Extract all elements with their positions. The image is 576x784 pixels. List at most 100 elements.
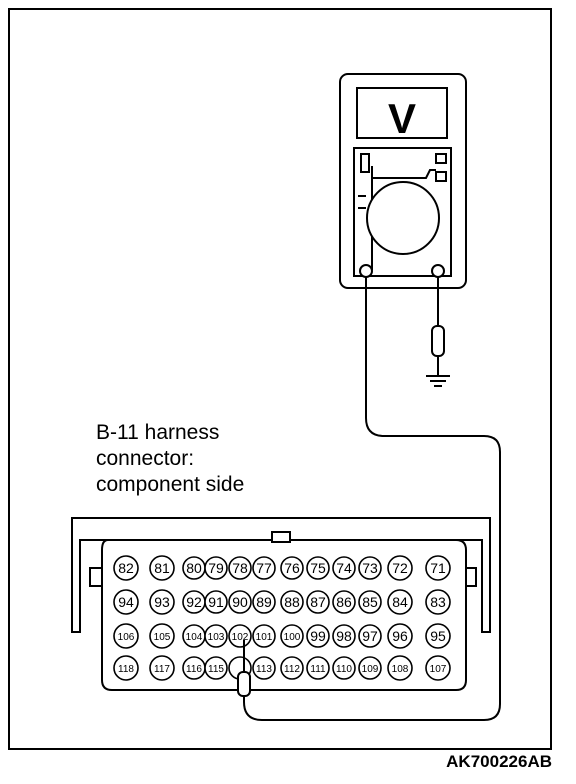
com-jack xyxy=(359,264,373,278)
pin-77-label: 77 xyxy=(256,560,272,576)
pin-109-label: 109 xyxy=(362,664,379,675)
pin-110-circle xyxy=(332,656,356,680)
caption-line-3: component side xyxy=(96,473,245,496)
pin-88-label: 88 xyxy=(284,594,300,610)
pin-91-label: 91 xyxy=(208,594,224,610)
measurement-lead xyxy=(243,277,501,721)
pin-81-circle xyxy=(149,555,175,581)
meter-button-1 xyxy=(435,153,447,164)
connector-left-key xyxy=(89,567,103,587)
pin-73-label: 73 xyxy=(362,560,378,576)
pin-115-circle xyxy=(204,656,228,680)
pin-99-label: 99 xyxy=(310,628,326,644)
pin-87-circle xyxy=(306,590,330,614)
pin-106-circle xyxy=(113,623,139,649)
pin-83-circle xyxy=(425,589,451,615)
pin-76-label: 76 xyxy=(284,560,300,576)
pin-75-label: 75 xyxy=(310,560,326,576)
pin-106-label: 106 xyxy=(118,632,135,643)
meter-scale-line xyxy=(372,169,436,179)
pin-97-label: 97 xyxy=(362,628,378,644)
connector-caption: B-11 harness connector: component side xyxy=(96,420,244,498)
pin-117-label: 117 xyxy=(154,664,170,675)
pin-89-circle xyxy=(252,590,276,614)
pin-107-circle xyxy=(425,655,451,681)
pin-96-label: 96 xyxy=(392,628,408,644)
pin-102-circle xyxy=(228,624,252,648)
figure-border xyxy=(8,8,552,750)
pin-87-label: 87 xyxy=(310,594,326,610)
pin-100-label: 100 xyxy=(284,632,301,643)
pin-74-circle xyxy=(332,556,356,580)
pin-118-circle xyxy=(113,655,139,681)
pin-110-label: 110 xyxy=(336,664,352,675)
pin-80-label: 80 xyxy=(186,560,202,576)
pin-108-label: 108 xyxy=(392,664,409,675)
pin-83-label: 83 xyxy=(430,594,446,610)
pin-92-label: 92 xyxy=(186,594,202,610)
meter-mode-symbol: V xyxy=(388,95,416,142)
pin-88-circle xyxy=(280,590,304,614)
pin-112-circle xyxy=(280,656,304,680)
meter-button-2 xyxy=(435,171,447,182)
voltmeter xyxy=(339,73,467,289)
pin-73-circle xyxy=(358,556,382,580)
pin-72-label: 72 xyxy=(392,560,408,576)
pin-97-circle xyxy=(358,624,382,648)
ground-lead xyxy=(426,277,450,387)
pin-81-label: 81 xyxy=(154,560,170,576)
pin-96-circle xyxy=(387,623,413,649)
pin-95-circle xyxy=(425,623,451,649)
pin-86-label: 86 xyxy=(336,594,352,610)
range-dial xyxy=(366,181,440,255)
pin-105-circle xyxy=(149,623,175,649)
pin-74-label: 74 xyxy=(336,560,352,576)
connector-right-key xyxy=(465,567,477,587)
pin-116-label: 116 xyxy=(186,664,202,675)
pin-85-circle xyxy=(358,590,382,614)
meter-small-indicator xyxy=(360,153,370,173)
pin-113-circle xyxy=(252,656,276,680)
pin-109-circle xyxy=(358,656,382,680)
pin-117-circle xyxy=(149,655,175,681)
pin-84-circle xyxy=(387,589,413,615)
pin-95-label: 95 xyxy=(430,628,446,644)
connector-shell xyxy=(71,517,491,633)
pin-113-label: 113 xyxy=(256,664,272,675)
pin-84-label: 84 xyxy=(392,594,408,610)
pin-82-circle xyxy=(113,555,139,581)
caption-line-2: connector: xyxy=(96,447,195,470)
pin-78-circle xyxy=(228,556,252,580)
pin-94-circle xyxy=(113,589,139,615)
pin-101-circle xyxy=(252,624,276,648)
pin-77-circle xyxy=(252,556,276,580)
connector-latch xyxy=(271,531,291,543)
v-jack xyxy=(431,264,445,278)
meter-display xyxy=(356,87,448,139)
pin-104-label: 104 xyxy=(186,632,203,643)
figure-id: AK700226AB xyxy=(446,752,552,771)
pin-103-circle xyxy=(204,624,228,648)
pin-89-label: 89 xyxy=(256,594,272,610)
pin-118-label: 118 xyxy=(118,664,134,675)
caption-line-1: B-11 harness xyxy=(96,421,220,444)
pin-93-label: 93 xyxy=(154,594,170,610)
pin-91-circle xyxy=(204,590,228,614)
pin-108-circle xyxy=(387,655,413,681)
pin-101-label: 101 xyxy=(256,632,273,643)
pin-72-circle xyxy=(387,555,413,581)
pin-98-circle xyxy=(332,624,356,648)
pin-100-circle xyxy=(280,624,304,648)
pin-102-label: 102 xyxy=(232,632,249,643)
back-probe xyxy=(237,640,251,697)
pin-71-label: 71 xyxy=(430,560,446,576)
pin-93-circle xyxy=(149,589,175,615)
pin-105-label: 105 xyxy=(154,632,171,643)
pin-86-circle xyxy=(332,590,356,614)
ground-probe xyxy=(431,325,445,357)
pin-85-label: 85 xyxy=(362,594,378,610)
pin-75-circle xyxy=(306,556,330,580)
pin-111-circle xyxy=(306,656,330,680)
